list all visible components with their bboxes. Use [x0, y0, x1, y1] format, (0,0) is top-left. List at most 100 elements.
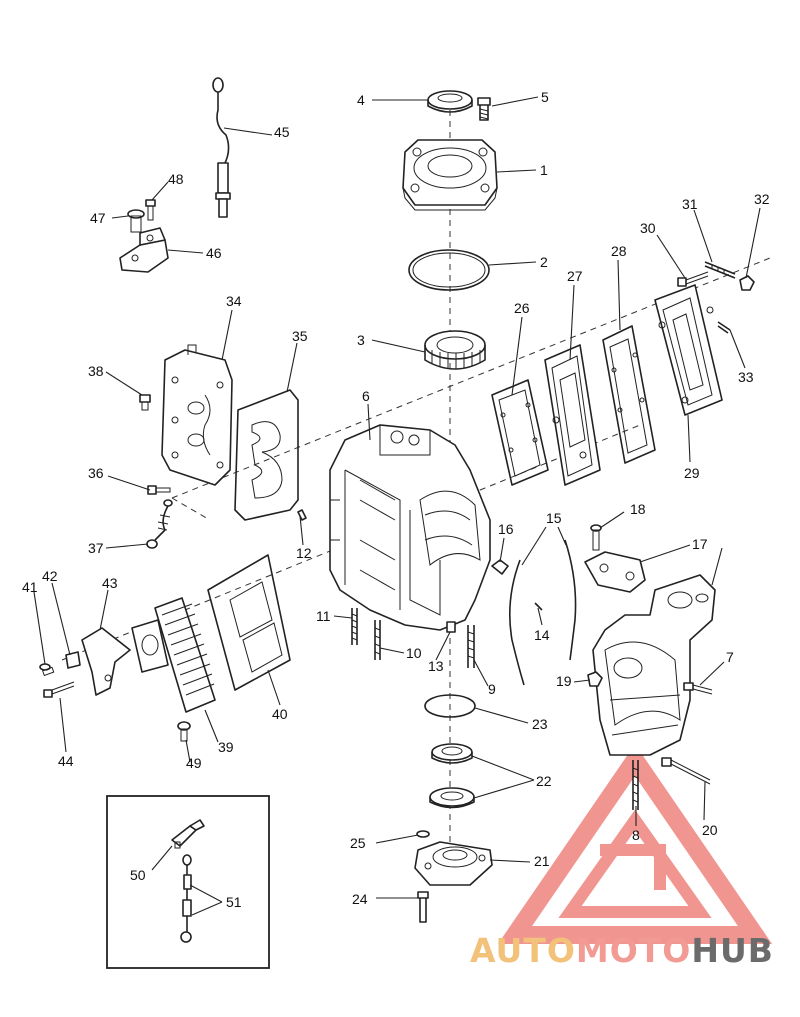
label-24: 24 [352, 891, 368, 907]
label-11: 11 [316, 608, 331, 624]
label-36: 36 [88, 465, 104, 481]
part-7-screw [683, 682, 713, 695]
part-46-bracket [119, 227, 169, 273]
part-41-screw [39, 663, 55, 677]
label-14: 14 [534, 627, 550, 643]
part-33-pin [717, 321, 731, 334]
part-35-gasket [234, 389, 299, 521]
label-15: 15 [546, 510, 562, 526]
label-7: 7 [726, 649, 734, 665]
label-35: 35 [292, 328, 308, 344]
part-39-finned-cover [131, 597, 216, 713]
label-31: 31 [682, 196, 698, 212]
label-17: 17 [692, 536, 708, 552]
part-labels: 1 2 3 4 5 6 7 8 9 10 11 12 13 14 15 16 1… [22, 89, 770, 910]
watermark-hub: HUB [691, 931, 774, 970]
part-22-seals [429, 743, 475, 809]
part-51-wire-lead [180, 854, 192, 943]
label-25: 25 [350, 835, 366, 851]
watermark-auto: AUTO [470, 931, 576, 970]
part-43-bracket [81, 627, 131, 696]
label-4: 4 [357, 92, 365, 108]
label-34: 34 [226, 293, 242, 309]
part-42-clip [65, 651, 81, 669]
label-22: 22 [536, 773, 552, 789]
part-45-wire-lead [212, 77, 231, 218]
part-25-washer [416, 830, 430, 838]
part-20-bolt [661, 757, 711, 785]
part-19-nut [587, 671, 603, 687]
label-5: 5 [541, 89, 549, 105]
part-37-wire [146, 499, 173, 549]
label-41: 41 [22, 579, 38, 595]
part-29-cover [654, 284, 723, 416]
part-2-o-ring [408, 249, 490, 291]
watermark-moto: MOTO [576, 931, 691, 970]
part-48-screw [145, 199, 156, 221]
label-43: 43 [102, 575, 118, 591]
label-40: 40 [272, 706, 288, 722]
part-40-gasket [207, 554, 291, 691]
label-13: 13 [428, 658, 444, 674]
label-51: 51 [226, 894, 242, 910]
part-1-bearing-housing [402, 139, 498, 211]
part-27-reed-plate [544, 344, 601, 486]
part-6-crankcase-half [592, 574, 716, 756]
label-9: 9 [488, 681, 496, 697]
label-27: 27 [567, 268, 583, 284]
part-32-nut [739, 275, 755, 291]
watermark-triangle-notch [600, 844, 666, 890]
label-42: 42 [42, 568, 58, 584]
part-6-crankcase-block [329, 424, 491, 631]
label-46: 46 [206, 245, 222, 261]
label-6: 6 [362, 388, 370, 404]
label-12: 12 [296, 545, 312, 561]
part-44-screw [43, 681, 75, 698]
part-38-screw [139, 394, 151, 411]
label-20: 20 [702, 822, 718, 838]
part-13-dowel [446, 621, 456, 633]
part-14-pin [534, 602, 543, 611]
watermark-logo [497, 744, 773, 944]
label-45: 45 [274, 124, 290, 140]
part-10-stud [374, 620, 381, 660]
label-47: 47 [90, 210, 106, 226]
label-48: 48 [168, 171, 184, 187]
label-38: 38 [88, 363, 104, 379]
leader-lines [33, 96, 761, 916]
label-10: 10 [406, 645, 422, 661]
label-1: 1 [540, 162, 548, 178]
watermark-triangle-inner [558, 809, 712, 918]
part-18-screw [590, 524, 602, 551]
part-11-stud [351, 608, 358, 645]
part-23-o-ring [424, 694, 476, 718]
label-19: 19 [556, 673, 572, 689]
part-36-screw [147, 485, 171, 495]
label-30: 30 [640, 220, 656, 236]
label-39: 39 [218, 739, 234, 755]
part-26-gasket [491, 379, 549, 486]
part-21-end-cap [414, 841, 493, 886]
part-49-screw [177, 721, 191, 742]
part-3-roller-bearing [424, 330, 486, 370]
label-3: 3 [357, 332, 365, 348]
part-31-stud [704, 261, 736, 279]
part-9-stud [467, 625, 475, 668]
label-23: 23 [532, 716, 548, 732]
part-17-bracket [584, 551, 646, 593]
part-5-screw [477, 97, 491, 121]
label-37: 37 [88, 540, 104, 556]
part-34-cover-plate [161, 344, 233, 486]
part-28-gasket [602, 325, 656, 464]
label-21: 21 [534, 853, 550, 869]
part-8-stud [632, 760, 639, 810]
part-4-seal [427, 90, 473, 113]
label-18: 18 [630, 501, 646, 517]
part-30-screw [677, 271, 709, 287]
label-28: 28 [611, 243, 627, 259]
label-16: 16 [498, 521, 514, 537]
label-29: 29 [684, 465, 700, 481]
label-32: 32 [754, 191, 770, 207]
